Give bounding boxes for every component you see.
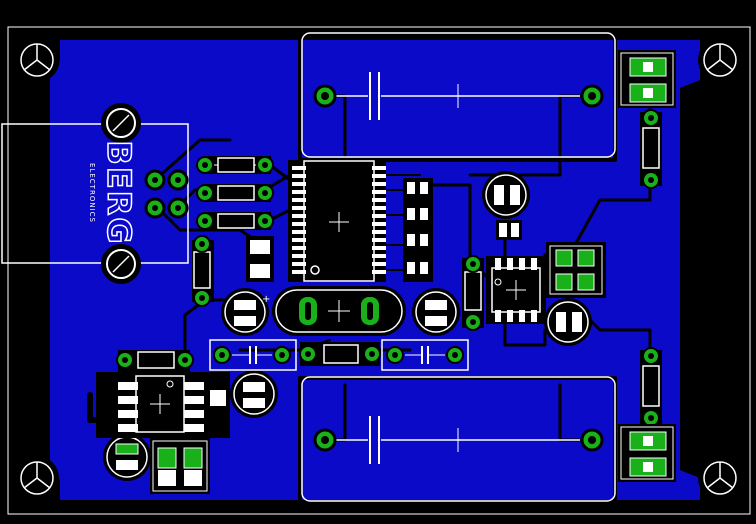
mounting-hole-bottom-left [15,456,59,500]
film-capacitor-bottom[interactable] [301,376,616,502]
svg-text:BERG: BERG [100,140,138,245]
electrolytic-cap-c4[interactable] [544,298,592,346]
mounting-hole-top-right [698,38,742,82]
resistor-r8[interactable] [299,342,381,366]
resistor-r1[interactable] [196,156,274,174]
resistor-r7[interactable] [640,347,662,427]
regulator-ic[interactable] [96,372,230,438]
resistor-r4[interactable] [192,235,214,307]
ic-pins-right [372,166,386,274]
board-outline [7,26,751,515]
ic-pins-left [292,166,306,274]
resistor-r5[interactable] [462,255,484,331]
connector-bottom-right[interactable] [618,424,676,482]
smd-caps-left[interactable] [246,236,274,282]
mounting-hole-top-left [14,37,60,83]
mounting-hole-bottom-right [698,456,742,500]
electrolytic-cap-c2[interactable] [412,288,460,336]
connector-pads [144,169,189,219]
ceramic-cap-c8[interactable] [381,339,469,371]
pin1-marker [310,265,320,275]
company-logo: BERG ELECTRONICS [88,140,139,247]
smd-cap-opamp-top[interactable] [496,220,522,240]
crystal-oscillator[interactable] [272,286,406,336]
smd-pads-bottom-left[interactable] [150,438,210,494]
resistor-r6[interactable] [640,109,662,189]
resistor-r9[interactable] [116,350,194,372]
resistor-r3[interactable] [196,212,274,230]
connector-footprint[interactable] [1,103,189,284]
smd-pads-mid-right[interactable] [546,242,606,298]
svg-text:+: + [262,294,270,305]
electrolytic-cap-c1[interactable]: + [221,288,270,336]
ceramic-cap-c7[interactable] [209,339,297,371]
main-ic[interactable] [288,160,386,282]
film-capacitor-top[interactable] [301,32,616,158]
electrolytic-cap-c6[interactable] [103,433,151,481]
electrolytic-cap-c5[interactable] [230,370,278,418]
opamp-ic[interactable] [486,256,546,324]
electrolytic-cap-c3[interactable] [482,171,530,219]
svg-text:ELECTRONICS: ELECTRONICS [88,163,96,223]
connector-top-right[interactable] [618,50,676,108]
resistor-r2[interactable] [196,184,274,202]
smd-resistors-right[interactable] [403,178,433,282]
